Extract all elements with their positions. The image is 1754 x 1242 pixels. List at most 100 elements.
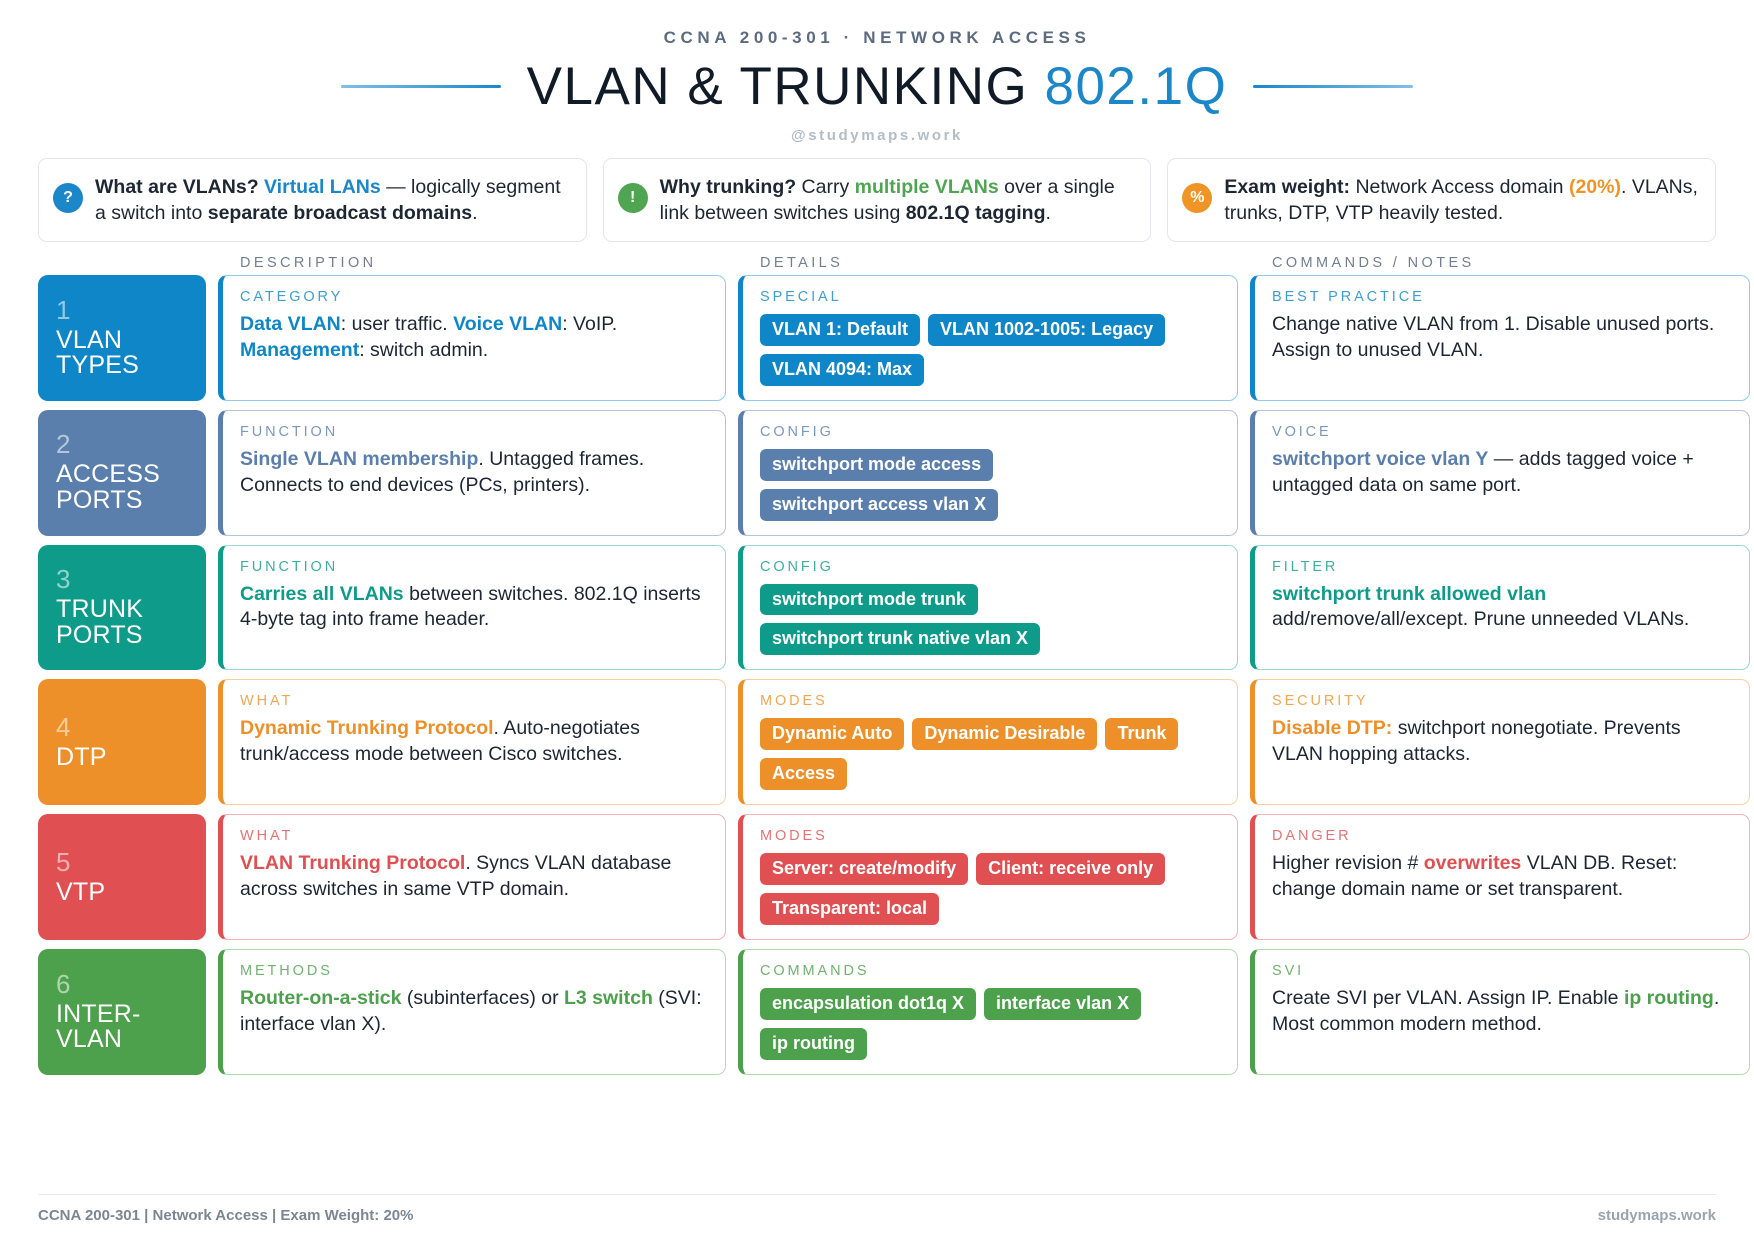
tag-chip[interactable]: Client: receive only	[976, 853, 1166, 886]
cell-commands: SVI Create SVI per VLAN. Assign IP. Enabl…	[1250, 948, 1750, 1075]
page-title: VLAN & TRUNKING 802.1Q	[527, 56, 1228, 117]
tag-chip[interactable]: Dynamic Desirable	[912, 718, 1098, 751]
callout-3: % Exam weight: Network Access domain (20%…	[1167, 158, 1716, 242]
row-number: 6	[56, 968, 71, 999]
row-number: 1	[56, 294, 71, 325]
tag-chip[interactable]: switchport trunk native vlan X	[760, 623, 1041, 656]
cell-description: FUNCTION Single VLAN membership. Untagged…	[218, 409, 726, 536]
cell-body: Dynamic Trunking Protocol. Auto-negotiat…	[240, 717, 640, 766]
cell-body: VLAN Trunking Protocol. Syncs VLAN datab…	[240, 852, 672, 901]
cell-body: Single VLAN membership. Untagged frames.…	[240, 447, 645, 496]
cell-details: CONFIG switchport mode access switchport a…	[738, 409, 1238, 536]
cell-description: FUNCTION Carries all VLANs between switch…	[218, 544, 726, 671]
question-mark-icon: ?	[53, 183, 83, 213]
cell-body: Disable DTP: switchport nonegotiate. Pre…	[1272, 717, 1681, 766]
cell-label: FUNCTION	[240, 423, 339, 440]
exclamation-icon: !	[617, 183, 648, 213]
cell-description: WHAT Dynamic Trunking Protocol. Auto-nego…	[218, 679, 726, 806]
title-row: VLAN & TRUNKING 802.1Q	[38, 56, 1716, 117]
tag-chip[interactable]: switchport mode access	[760, 448, 994, 481]
tag-chip[interactable]: switchport mode trunk	[760, 583, 979, 616]
handle-text: @studymaps.work	[791, 127, 963, 144]
row-number: 2	[56, 429, 71, 460]
cell-label: WHAT	[240, 828, 294, 845]
percent-icon: %	[1182, 183, 1213, 213]
cell-label: BEST PRACTICE	[1272, 289, 1425, 305]
cell-label: WHAT	[240, 693, 294, 710]
tag-chip[interactable]: switchport access vlan X	[760, 488, 999, 521]
tag-chip[interactable]: Trunk	[1105, 718, 1179, 751]
callout-2: ! Why trunking? Carry multiple VLANs over…	[602, 158, 1152, 242]
cell-body: Create SVI per VLAN. Assign IP. Enable i…	[1272, 986, 1720, 1035]
tag-chip[interactable]: Transparent: local	[760, 893, 940, 925]
footer-brand: studymaps.work	[1597, 1207, 1716, 1224]
cell-label: SECURITY	[1272, 693, 1369, 710]
tag-list: switchport mode trunk switchport trunk na…	[760, 583, 1220, 656]
title-accent: 802.1Q	[1044, 57, 1228, 116]
cell-commands: DANGER Higher revision # overwrites VLAN …	[1250, 814, 1750, 940]
row-name: INTER-VLAN	[56, 999, 141, 1054]
row-number: 3	[56, 564, 71, 595]
tag-chip[interactable]: Dynamic Auto	[760, 718, 905, 751]
tag-chip[interactable]: interface vlan X	[984, 987, 1142, 1020]
kicker-text: CCNA 200-301 · NETWORK ACCESS	[663, 28, 1091, 47]
cell-description: WHAT VLAN Trunking Protocol. Syncs VLAN d…	[218, 814, 726, 940]
cell-label: CONFIG	[760, 423, 834, 440]
tag-chip[interactable]: encapsulation dot1q X	[760, 987, 977, 1020]
tag-chip[interactable]: VLAN 1002-1005: Legacy	[928, 314, 1166, 346]
title-rule-right	[1253, 85, 1414, 88]
tag-list: switchport mode access switchport access …	[760, 448, 1220, 521]
tag-chip[interactable]: Server: create/modify	[760, 853, 969, 886]
cell-body: Router-on-a-stick (subinterfaces) or L3 …	[240, 986, 702, 1035]
tag-chip[interactable]: ip routing	[760, 1027, 867, 1060]
cell-label: DANGER	[1272, 828, 1352, 845]
cell-label: SVI	[1272, 962, 1305, 979]
callout-text: Exam weight: Network Access domain (20%)…	[1224, 176, 1698, 225]
row-number: 4	[56, 711, 71, 742]
tag-chip[interactable]: Access	[760, 758, 848, 791]
cell-label: MODES	[760, 693, 828, 710]
title-rule-left	[340, 85, 501, 88]
footer-left-text: CCNA 200-301 | Network Access | Exam Wei…	[38, 1207, 414, 1224]
tag-chip[interactable]: VLAN 4094: Max	[760, 353, 925, 386]
callout-row: ?What are VLANs? Virtual LANs — logicall…	[38, 158, 1716, 242]
cell-label: CONFIG	[760, 558, 834, 575]
tag-chip[interactable]: VLAN 1: Default	[760, 314, 921, 346]
cell-body: Higher revision # overwrites VLAN DB. Re…	[1272, 852, 1678, 901]
cell-body: switchport trunk allowed vlan add/remove…	[1272, 582, 1690, 631]
column-header-description: DESCRIPTION	[240, 255, 377, 271]
cell-label: FUNCTION	[240, 558, 339, 575]
cell-body: Change native VLAN from 1. Disable unuse…	[1272, 313, 1715, 361]
callout-text: Why trunking? Carry multiple VLANs over …	[659, 176, 1115, 225]
cell-label: COMMANDS	[760, 962, 870, 979]
row-name: DTP	[56, 742, 107, 771]
cell-details: CONFIG switchport mode trunk switchport tr…	[738, 544, 1238, 671]
cell-body: Carries all VLANs between switches. 802.…	[240, 582, 701, 631]
cell-label: SPECIAL	[760, 289, 842, 305]
cell-label: VOICE	[1272, 423, 1332, 440]
page-footer: CCNA 200-301 | Network Access | Exam Wei…	[38, 1194, 1716, 1224]
callout-1: ?What are VLANs? Virtual LANs — logicall…	[38, 158, 587, 242]
